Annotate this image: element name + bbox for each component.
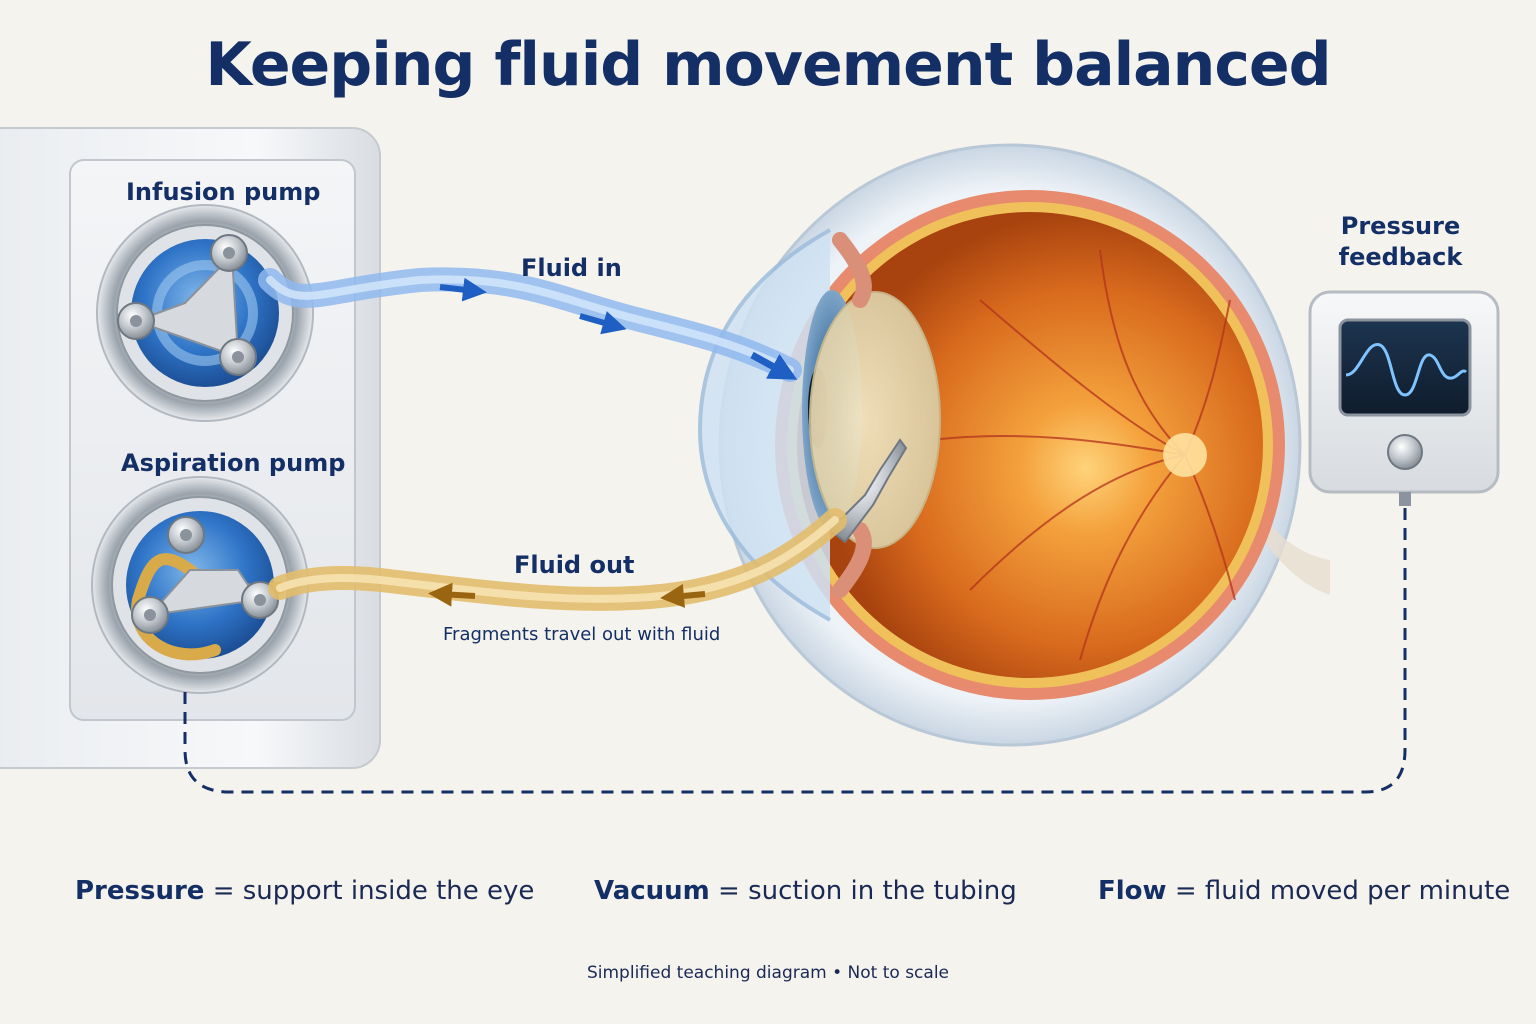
legend-term: Pressure — [75, 876, 205, 906]
monitor-knob — [1387, 434, 1423, 470]
eye-cross-section — [697, 143, 1330, 747]
aspiration-tube — [268, 508, 847, 611]
flow-in-arrow — [439, 277, 487, 302]
aspiration-pump-rotor — [91, 476, 309, 694]
pressure-feedback-label-line2: feedback — [1338, 243, 1463, 271]
fluid-in-label: Fluid in — [521, 254, 622, 282]
fluid-out-label: Fluid out — [514, 551, 635, 579]
pressure-feedback-monitor — [1308, 290, 1500, 506]
legend-separator: = — [1166, 876, 1205, 906]
legend-description: fluid moved per minute — [1204, 876, 1511, 906]
footnote: Simplified teaching diagram • Not to sca… — [586, 963, 949, 983]
flow-in-arrow — [579, 311, 627, 335]
legend-pressure: Pressure = support inside the eye — [75, 876, 534, 906]
legend-separator: = — [204, 876, 243, 906]
legend-description: support inside the eye — [242, 876, 535, 906]
legend-term: Vacuum — [594, 876, 710, 906]
legend-vacuum: Vacuum = suction in the tubing — [594, 876, 1017, 906]
infusion-tube — [258, 267, 802, 382]
pressure-feedback-label-line1: Pressure — [1340, 212, 1461, 240]
legend-description: suction in the tubing — [748, 876, 1017, 906]
infusion-pump-rotor — [96, 204, 314, 422]
infusion-pump-label: Infusion pump — [126, 178, 321, 206]
aspiration-pump-label: Aspiration pump — [121, 449, 346, 477]
fragments-note: Fragments travel out with fluid — [443, 624, 721, 645]
flow-in-arrow — [750, 351, 798, 380]
flow-out-arrow — [428, 582, 476, 607]
legend-separator: = — [709, 876, 749, 906]
flow-out-arrow — [660, 583, 706, 608]
pressure-feedback-label: Pressure feedback — [1318, 211, 1483, 273]
legend-flow: Flow = fluid moved per minute — [1098, 876, 1510, 906]
legend-term: Flow — [1098, 876, 1167, 906]
page-title: Keeping fluid movement balanced — [205, 30, 1331, 100]
